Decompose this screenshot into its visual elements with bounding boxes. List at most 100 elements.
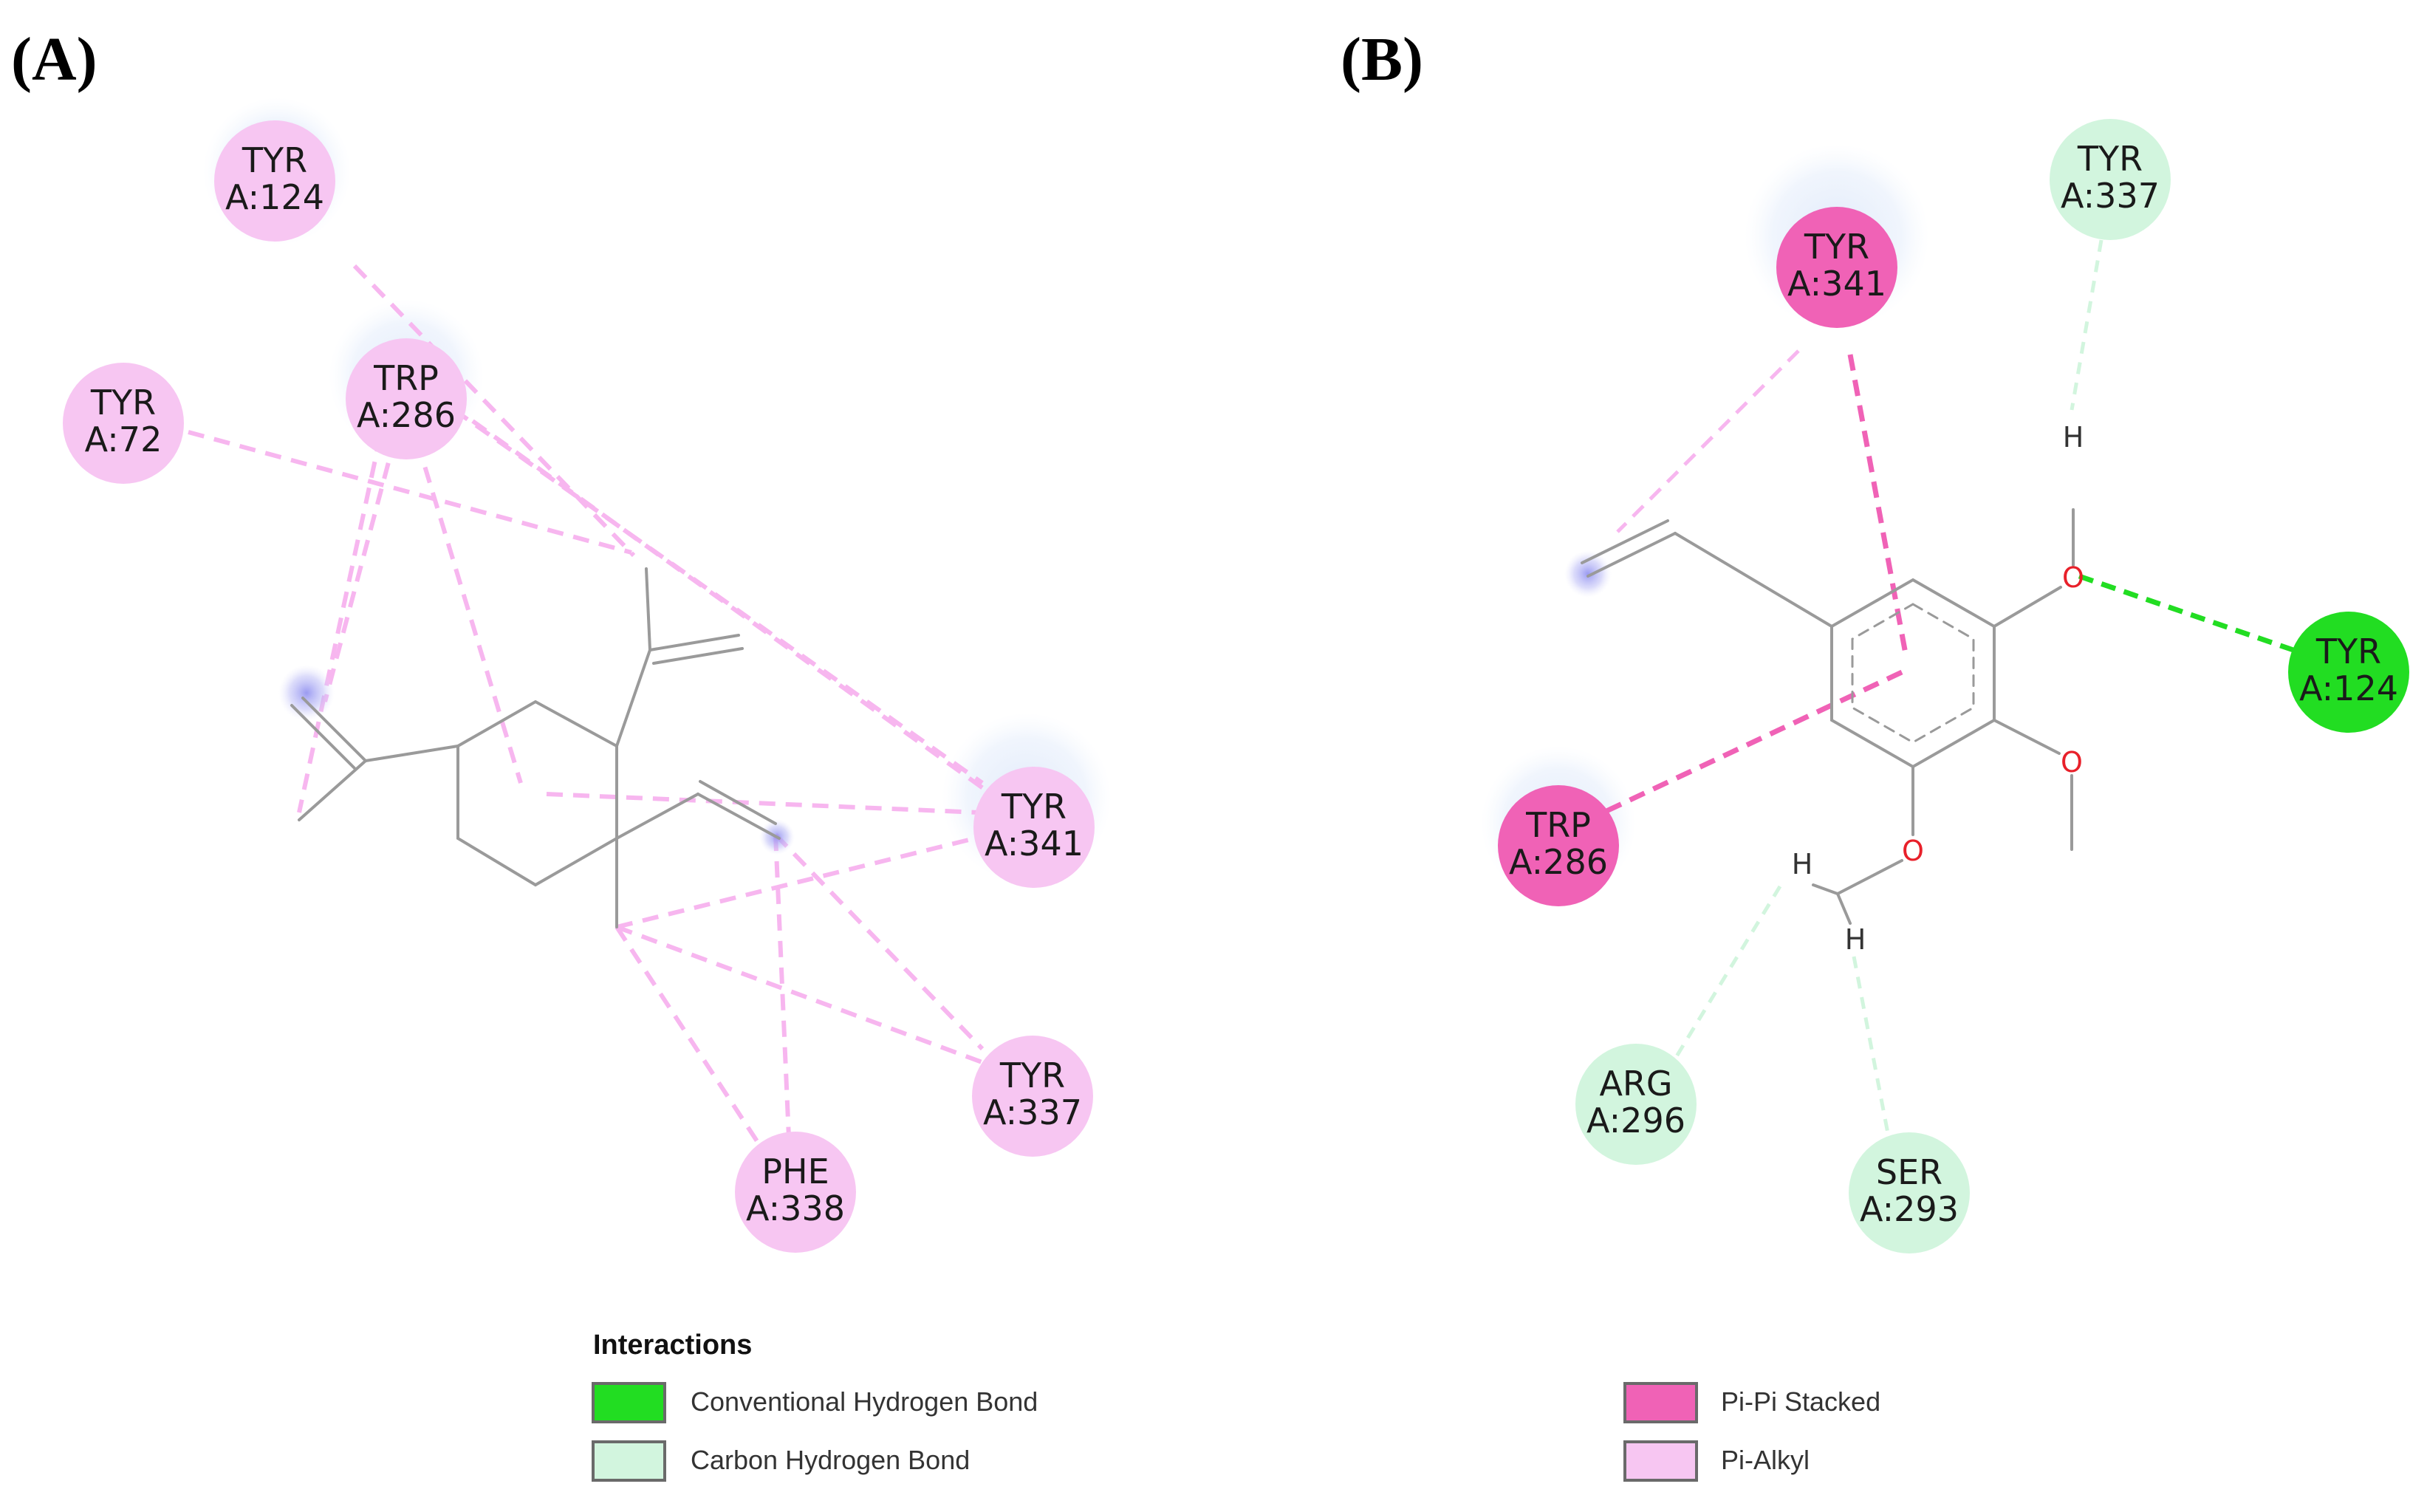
residue-name: PHE [761,1152,829,1191]
alkyl-center-marker [1564,550,1612,598]
residue-name: TYR [242,140,307,180]
bond [696,793,781,840]
residue-disc [214,120,335,242]
bond [652,647,744,665]
residue-number: A:337 [983,1092,1082,1132]
bond [1674,532,1833,628]
oxygen-atom: O [1902,835,1924,867]
bond [615,793,699,840]
residue-name: ARG [1599,1064,1672,1104]
residue-number: A:296 [1586,1101,1685,1140]
interaction-line [415,441,523,784]
legend-swatch [1623,1440,1698,1482]
interaction-line [352,264,636,558]
bond [298,759,367,821]
panel-a-residues: TYR A:124 TYR A:72 TRP A:286 TYR A:341 T… [63,120,1095,1253]
residue-disc [1849,1132,1970,1253]
residue-a-tyr72: TYR A:72 [63,363,184,484]
interaction-line [773,832,985,1051]
bond [1581,519,1669,564]
interaction-line [323,437,397,702]
legend: Interactions Conventional Hydrogen Bond … [592,1330,1880,1482]
residue-a-phe338: PHE A:338 [735,1132,856,1253]
legend-item-pi-alkyl: Pi-Alkyl [1623,1440,1810,1482]
bond [290,704,356,770]
panel-a-label: (A) [11,25,97,94]
benzene-ring [1830,578,1996,769]
bond [364,745,459,762]
residue-a-tyr124: TYR A:124 [214,120,335,242]
interaction-line [773,834,791,1138]
bond [615,649,651,748]
panel-a: (A) [11,25,1112,1253]
residue-name: TYR [90,383,156,423]
legend-item-carbon-hydrogen-bond: Carbon Hydrogen Bond [592,1440,970,1482]
panel-b-label: (B) [1341,25,1423,94]
residue-a-tyr337: TYR A:337 [972,1036,1093,1157]
residue-name: TYR [1001,787,1067,827]
interaction-line [2070,239,2103,411]
residue-b-tyr341: TYR A:341 [1776,207,1897,328]
residue-name: TYR [2077,139,2143,179]
hydrogen-atom: H [1792,848,1813,880]
panel-b-interaction-lines [1605,239,2295,1149]
legend-swatch [1623,1382,1698,1423]
interaction-line [188,430,632,555]
panel-b: (B) [1341,25,2409,1253]
residue-disc [973,767,1095,888]
interaction-line [1616,349,1800,533]
legend-item-conventional-hydrogen-bond: Conventional Hydrogen Bond [592,1382,1038,1423]
hydrogen-atom: H [2063,421,2084,454]
aromatic-ring-inner [1851,603,1975,744]
interaction-line [615,926,759,1143]
residue-disc [1575,1044,1697,1165]
bond [648,634,740,651]
bond [1836,892,1852,925]
interaction-line [1605,669,1903,814]
residue-number: A:124 [225,177,324,217]
legend-title: Interactions [593,1330,752,1361]
bond [1836,859,1903,895]
panel-a-ligand [290,567,781,928]
residue-a-trp286: TRP A:286 [346,338,467,459]
residue-disc [1498,785,1619,906]
hydrogen-atom: H [1845,923,1866,956]
oxygen-atom: O [2061,746,2083,779]
interaction-line [616,832,990,929]
bond [1993,586,2062,628]
legend-label: Pi-Alkyl [1721,1445,1810,1475]
alkyl-center-marker [278,665,335,721]
residue-name: TRP [373,358,439,398]
residue-b-ser293: SER A:293 [1849,1132,1970,1253]
interaction-line [297,435,383,813]
residue-b-trp286: TRP A:286 [1498,785,1619,906]
residue-b-tyr337: TYR A:337 [2050,119,2171,240]
interaction-line [1852,956,1893,1149]
interaction-line [1847,354,1909,654]
legend-label: Conventional Hydrogen Bond [691,1386,1038,1417]
residue-number: A:293 [1860,1189,1959,1229]
residue-number: A:341 [1787,264,1886,304]
residue-disc [63,363,184,484]
residue-name: TYR [1804,227,1869,267]
residue-b-tyr124: TYR A:124 [2288,612,2409,733]
residue-number: A:338 [746,1188,845,1228]
residue-name: SER [1876,1152,1942,1192]
residue-number: A:286 [357,395,456,435]
residue-disc [2050,119,2171,240]
residue-name: TYR [999,1056,1065,1095]
bond [1586,532,1677,578]
residue-number: A:72 [85,420,162,459]
legend-swatch [592,1382,666,1423]
interaction-line [453,408,984,785]
residue-a-tyr341: TYR A:341 [973,767,1095,888]
legend-label: Carbon Hydrogen Bond [691,1445,970,1475]
residue-disc [1776,207,1897,328]
bond [645,567,651,651]
interaction-line [2078,573,2295,653]
panel-b-residues: TYR A:341 TYR A:337 TYR A:124 TRP A:286 … [1498,119,2409,1253]
residue-name: TRP [1525,805,1591,845]
residue-disc [735,1132,856,1253]
oxygen-atom: O [2062,561,2084,594]
